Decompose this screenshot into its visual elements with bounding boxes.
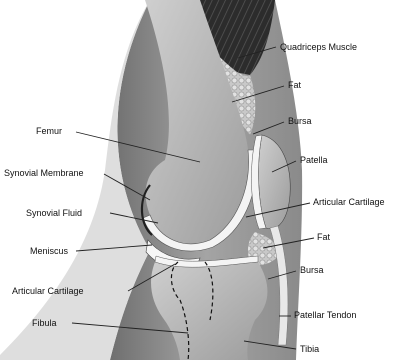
label-fibula: Fibula xyxy=(32,318,57,329)
label-tibia: Tibia xyxy=(300,344,319,355)
label-articular-cartilage-left: Articular Cartilage xyxy=(12,286,84,297)
label-meniscus: Meniscus xyxy=(30,246,68,257)
label-femur: Femur xyxy=(36,126,62,137)
label-synovial-membrane: Synovial Membrane xyxy=(4,168,84,179)
label-patella: Patella xyxy=(300,155,328,166)
label-patellar-tendon: Patellar Tendon xyxy=(294,310,356,321)
label-quadriceps-muscle: Quadriceps Muscle xyxy=(280,42,357,53)
label-fat-upper: Fat xyxy=(288,80,301,91)
label-bursa-upper: Bursa xyxy=(288,116,312,127)
label-fat-lower: Fat xyxy=(317,232,330,243)
label-synovial-fluid: Synovial Fluid xyxy=(26,208,82,219)
label-bursa-lower: Bursa xyxy=(300,265,324,276)
label-articular-cartilage-right: Articular Cartilage xyxy=(313,197,385,208)
